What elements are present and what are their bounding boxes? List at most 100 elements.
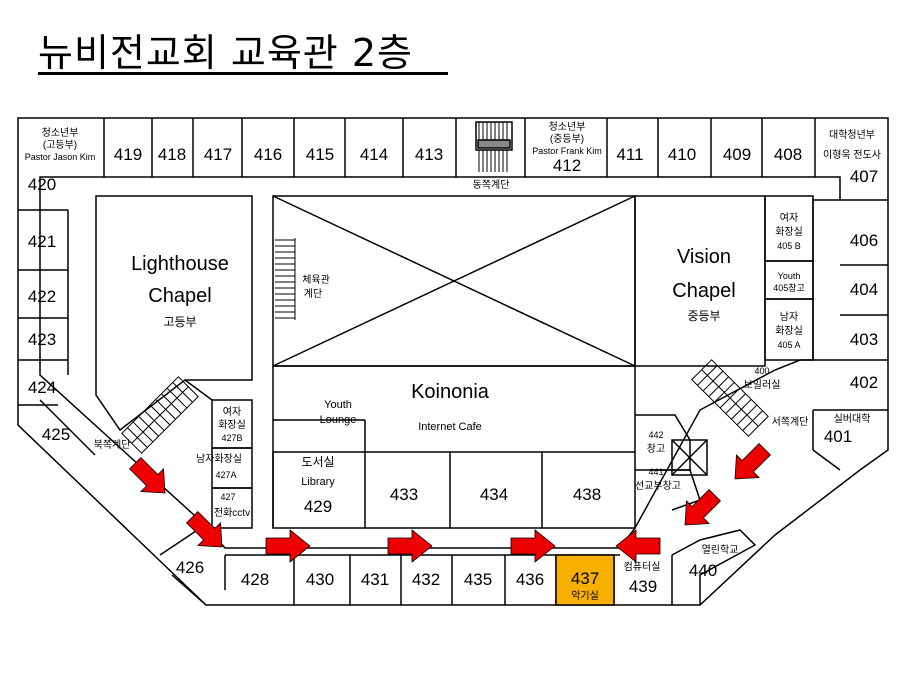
internet-cafe-label: Internet Cafe bbox=[418, 421, 482, 433]
library-label: 도서실 bbox=[301, 455, 334, 469]
senior-college-label: 실버대학 bbox=[834, 413, 871, 425]
vision-title: Vision bbox=[677, 246, 731, 268]
room-411: 411 bbox=[616, 145, 643, 164]
room-405b: 405 B bbox=[777, 241, 801, 251]
storage-442-label: 창고 bbox=[647, 443, 665, 455]
room-404: 404 bbox=[850, 280, 878, 299]
page-title: 뉴비전교회 교육관 2층 bbox=[38, 31, 413, 75]
vision-dept: 중등부 bbox=[687, 309, 720, 323]
mission-storage-label: 선교부창고 bbox=[635, 480, 681, 492]
room-430: 430 bbox=[306, 570, 334, 589]
room-407: 407 bbox=[850, 167, 878, 186]
east-stairs-label: 동쪽계단 bbox=[473, 179, 510, 191]
youth-ms-label: 청소년부 bbox=[549, 121, 586, 133]
lighthouse-title: Lighthouse bbox=[131, 253, 229, 275]
room-437: 437 bbox=[571, 569, 599, 588]
arrow-down-right bbox=[186, 511, 223, 548]
youth-hs-pastor: Pastor Jason Kim bbox=[25, 152, 96, 162]
room-436: 436 bbox=[516, 570, 544, 589]
room-406: 406 bbox=[850, 231, 878, 250]
arrow-right bbox=[265, 529, 311, 563]
room-429: 429 bbox=[304, 497, 332, 516]
phone-cctv-label: 전화cctv bbox=[214, 507, 250, 519]
lighthouse-dept: 고등부 bbox=[163, 315, 196, 329]
room-418: 418 bbox=[158, 145, 186, 164]
room-433: 433 bbox=[390, 485, 418, 504]
room-427b: 427B bbox=[221, 433, 242, 443]
lighthouse-subtitle: Chapel bbox=[148, 285, 211, 307]
room-427a: 427A bbox=[215, 470, 236, 480]
youth-hs-label: 청소년부 bbox=[42, 127, 79, 139]
room-435: 435 bbox=[464, 570, 492, 589]
room-415: 415 bbox=[306, 145, 334, 164]
room-402: 402 bbox=[850, 373, 878, 392]
arrow-left bbox=[615, 529, 661, 563]
arrow-right bbox=[510, 529, 556, 563]
room-409: 409 bbox=[723, 145, 751, 164]
open-school-label: 열린학교 bbox=[702, 544, 739, 556]
room-416: 416 bbox=[254, 145, 282, 164]
room-400: 400 bbox=[754, 366, 769, 376]
title-underline bbox=[38, 72, 448, 75]
college-sub: 이형욱 전도사 bbox=[823, 149, 881, 161]
room-442: 442 bbox=[648, 430, 663, 440]
room-434: 434 bbox=[480, 485, 508, 504]
room-420: 420 bbox=[28, 175, 56, 194]
room-428: 428 bbox=[241, 570, 269, 589]
women-restroom-label-2: 화장실 bbox=[218, 419, 246, 431]
room-405a: 405 A bbox=[777, 340, 800, 350]
room-413: 413 bbox=[415, 145, 443, 164]
women-rr-label: 여자 bbox=[780, 212, 798, 224]
room-427: 427 bbox=[220, 492, 235, 502]
room-422: 422 bbox=[28, 287, 56, 306]
youth-storage-label: Youth bbox=[778, 271, 801, 281]
youth-storage-label-2: 405창고 bbox=[773, 283, 805, 293]
room-426: 426 bbox=[176, 558, 204, 577]
arrow-down-left bbox=[684, 489, 721, 526]
youth-lounge-label: Youth bbox=[324, 399, 352, 411]
room-437-highlight bbox=[555, 554, 615, 606]
youth-ms-sub: (중등부) bbox=[550, 133, 584, 145]
arrow-down-left bbox=[734, 443, 771, 480]
building-outline bbox=[17, 117, 889, 606]
room-438: 438 bbox=[573, 485, 601, 504]
youth-ms-pastor: Pastor Frank Kim bbox=[532, 146, 602, 156]
room-421: 421 bbox=[28, 232, 56, 251]
computer-room-label: 컴퓨터실 bbox=[624, 561, 661, 573]
library-label-2: Library bbox=[301, 476, 335, 488]
west-stairs-label: 서쪽계단 bbox=[772, 416, 809, 428]
vision-subtitle: Chapel bbox=[672, 280, 735, 302]
room-410: 410 bbox=[668, 145, 696, 164]
room-408: 408 bbox=[774, 145, 802, 164]
room-424: 424 bbox=[28, 378, 56, 397]
arrow-down-right bbox=[129, 457, 166, 494]
men-restroom-label: 남자화장실 bbox=[196, 453, 242, 465]
room-425: 425 bbox=[42, 425, 70, 444]
women-rr-label-2: 화장실 bbox=[775, 226, 803, 238]
room-440: 440 bbox=[689, 561, 717, 580]
room-401: 401 bbox=[824, 427, 852, 446]
men-rr-label-2: 화장실 bbox=[775, 325, 803, 337]
room-441: 441 bbox=[648, 467, 663, 477]
women-restroom-label: 여자 bbox=[223, 406, 241, 418]
north-stairs-label: 북쪽계단 bbox=[94, 439, 131, 451]
youth-hs-sub: (고등부) bbox=[43, 139, 77, 151]
gym-stairs-label-2: 계단 bbox=[304, 288, 322, 300]
college-label: 대학청년부 bbox=[829, 129, 875, 141]
room-412: 412 bbox=[553, 156, 581, 175]
room-431: 431 bbox=[361, 570, 389, 589]
instrument-room-label: 악기실 bbox=[571, 590, 599, 602]
men-rr-label: 남자 bbox=[780, 311, 798, 323]
room-417: 417 bbox=[204, 145, 232, 164]
gym-stairs-label: 체육관 bbox=[302, 274, 330, 286]
room-419: 419 bbox=[114, 145, 142, 164]
room-432: 432 bbox=[412, 570, 440, 589]
arrow-right bbox=[387, 529, 433, 563]
room-423: 423 bbox=[28, 330, 56, 349]
youth-lounge-label-2: Lounge bbox=[320, 414, 357, 426]
room-403: 403 bbox=[850, 330, 878, 349]
room-439: 439 bbox=[629, 577, 657, 596]
boiler-room-label: 보일러실 bbox=[744, 379, 781, 391]
room-414: 414 bbox=[360, 145, 388, 164]
